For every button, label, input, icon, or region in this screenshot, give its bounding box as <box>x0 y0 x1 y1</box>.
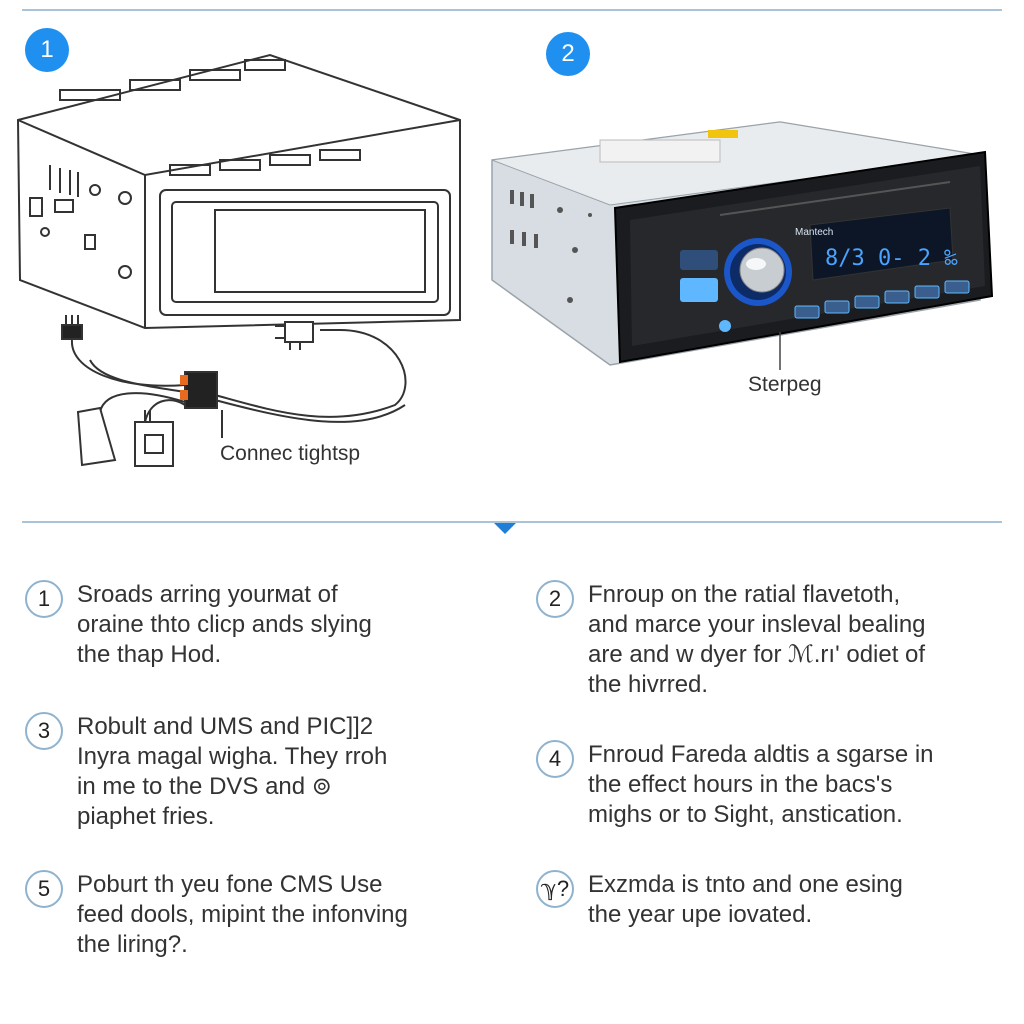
step-3: 3 Robult and UMS and PIC]]2 Inyra magal … <box>25 712 495 832</box>
panel-2-callout: Sterpeg <box>748 373 822 396</box>
step-5: 5 Poburt th yeu fone CMS Use feed dools,… <box>25 870 495 960</box>
head-unit-chassis-illustration <box>16 53 461 467</box>
step-1: 1 Sroads arring yourмat of oraine thto c… <box>25 580 495 670</box>
step-5-number: 5 <box>25 870 63 908</box>
step-6-text: Exzmda is tnto and one esing the year up… <box>588 871 903 928</box>
step-3-number: 3 <box>25 712 63 750</box>
step-4: 4 Fnroud Fareda aldtis a sgarse in the e… <box>536 740 1006 830</box>
stereo-brand-label: Mantech <box>795 227 833 238</box>
step-6-number: ℽ? <box>536 870 574 908</box>
top-divider <box>22 9 1002 11</box>
panel-2-badge: 2 <box>546 32 590 76</box>
step-4-number: 4 <box>536 740 574 778</box>
step-2: 2 Fnroup on the ratial flavetoth, and ma… <box>536 580 1006 700</box>
step-1-number: 1 <box>25 580 63 618</box>
stereo-display-text: 8/3 0- 2 ‰ <box>825 246 958 271</box>
panel-1-badge: 1 <box>25 28 69 72</box>
step-3-text: Robult and UMS and PIC]]2 Inyra magal wi… <box>77 713 388 830</box>
car-stereo-illustration: 8/3 0- 2 ‰ Mantech <box>491 121 994 370</box>
step-1-text: Sroads arring yourмat of oraine thto cli… <box>77 581 372 668</box>
step-6: ℽ? Exzmda is tnto and one esing the year… <box>536 870 1006 930</box>
divider-caret <box>494 523 516 534</box>
panel-1-callout: Connec tightsp <box>220 442 361 465</box>
step-4-text: Fnroud Fareda aldtis a sgarse in the eff… <box>588 741 934 828</box>
step-2-text: Fnroup on the ratial flavetoth, and marc… <box>588 581 926 698</box>
section-divider <box>22 521 1002 523</box>
step-5-text: Poburt th yeu fone CMS Use feed dools, m… <box>77 871 408 958</box>
step-2-number: 2 <box>536 580 574 618</box>
